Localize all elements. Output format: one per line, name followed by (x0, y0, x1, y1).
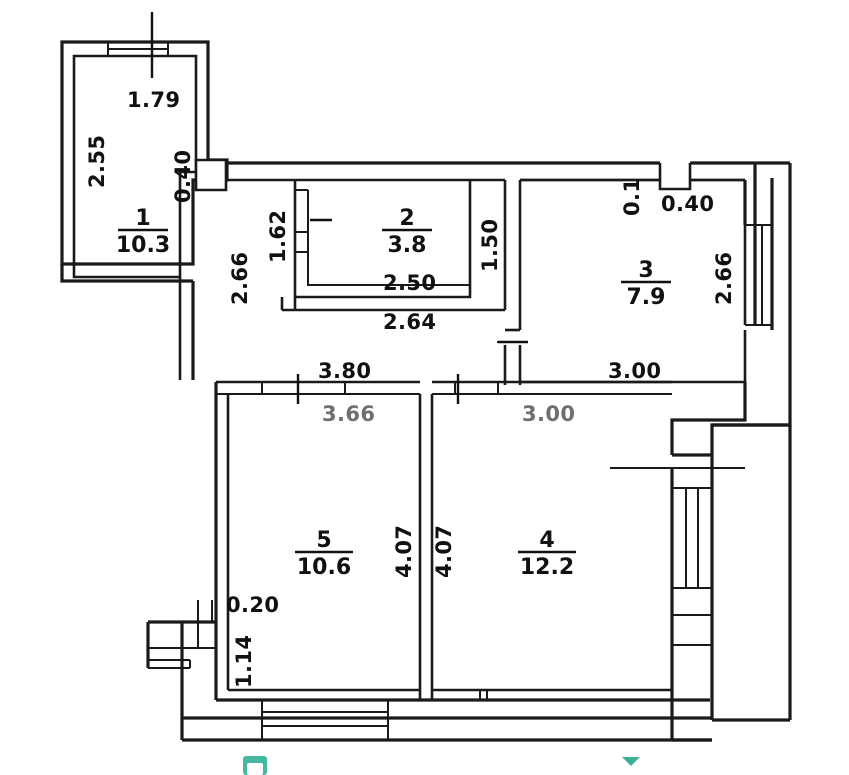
room-2-number: 2 (399, 206, 414, 231)
room-3-walls (520, 161, 792, 384)
dim-balcony-left: 1.14 (232, 635, 256, 688)
room-4-area: 12.2 (520, 555, 574, 580)
room-2-walls (280, 180, 505, 312)
room-1-number: 1 (135, 206, 150, 231)
room-3-number: 3 (638, 258, 653, 283)
room-1-area: 10.3 (116, 233, 170, 258)
room-2-label: 2 3.8 (388, 206, 427, 258)
chevron-down-icon[interactable] (622, 757, 640, 766)
balcony-left (146, 600, 216, 700)
dim-room4-top: 3.00 (522, 402, 575, 426)
dim-room5-top-inner: 3.66 (322, 402, 375, 426)
dim-room2-left: 1.62 (266, 210, 290, 263)
dim-room1-door: 0.40 (171, 150, 195, 203)
room-4-label: 4 12.2 (520, 528, 574, 580)
dim-room3-right: 2.66 (712, 252, 736, 305)
bottom-outer-walls (180, 690, 712, 742)
room-3-label: 3 7.9 (627, 258, 666, 310)
dim-room2-bottom-outer: 2.64 (383, 310, 436, 334)
room-4-walls (432, 380, 672, 692)
gallery-thumbnail-icon[interactable] (243, 756, 267, 775)
dim-room5-right: 4.07 (392, 525, 416, 578)
stair-shaft-cluster (610, 330, 792, 742)
room-3-area: 7.9 (627, 285, 666, 310)
room-5-number: 5 (316, 528, 331, 553)
dim-room4-left: 4.07 (432, 525, 456, 578)
room-1-label: 1 10.3 (116, 206, 170, 258)
room-5-area: 10.6 (297, 555, 351, 580)
dim-room1-left: 2.55 (85, 135, 109, 188)
room-2-area: 3.8 (388, 233, 427, 258)
dim-room2-right: 1.50 (478, 219, 502, 272)
dimension-ticks (296, 218, 528, 404)
dim-room1-top: 1.79 (127, 88, 180, 112)
room-label-rules (118, 228, 671, 554)
dim-hall-left: 2.66 (228, 252, 252, 305)
dim-room5-top: 3.80 (318, 359, 371, 383)
gallery-thumbnail-inner (247, 763, 263, 775)
room-4-number: 4 (539, 528, 554, 553)
dim-balcony-top: 0.20 (226, 593, 279, 617)
dim-room2-bottom-inner: 2.50 (383, 271, 436, 295)
room-5-label: 5 10.6 (297, 528, 351, 580)
dim-room3-top-small: 0.1 (620, 178, 644, 216)
dim-room3-bottom: 3.00 (608, 359, 661, 383)
dim-room3-top: 0.40 (661, 192, 714, 216)
partition-room2-room3 (497, 180, 528, 385)
